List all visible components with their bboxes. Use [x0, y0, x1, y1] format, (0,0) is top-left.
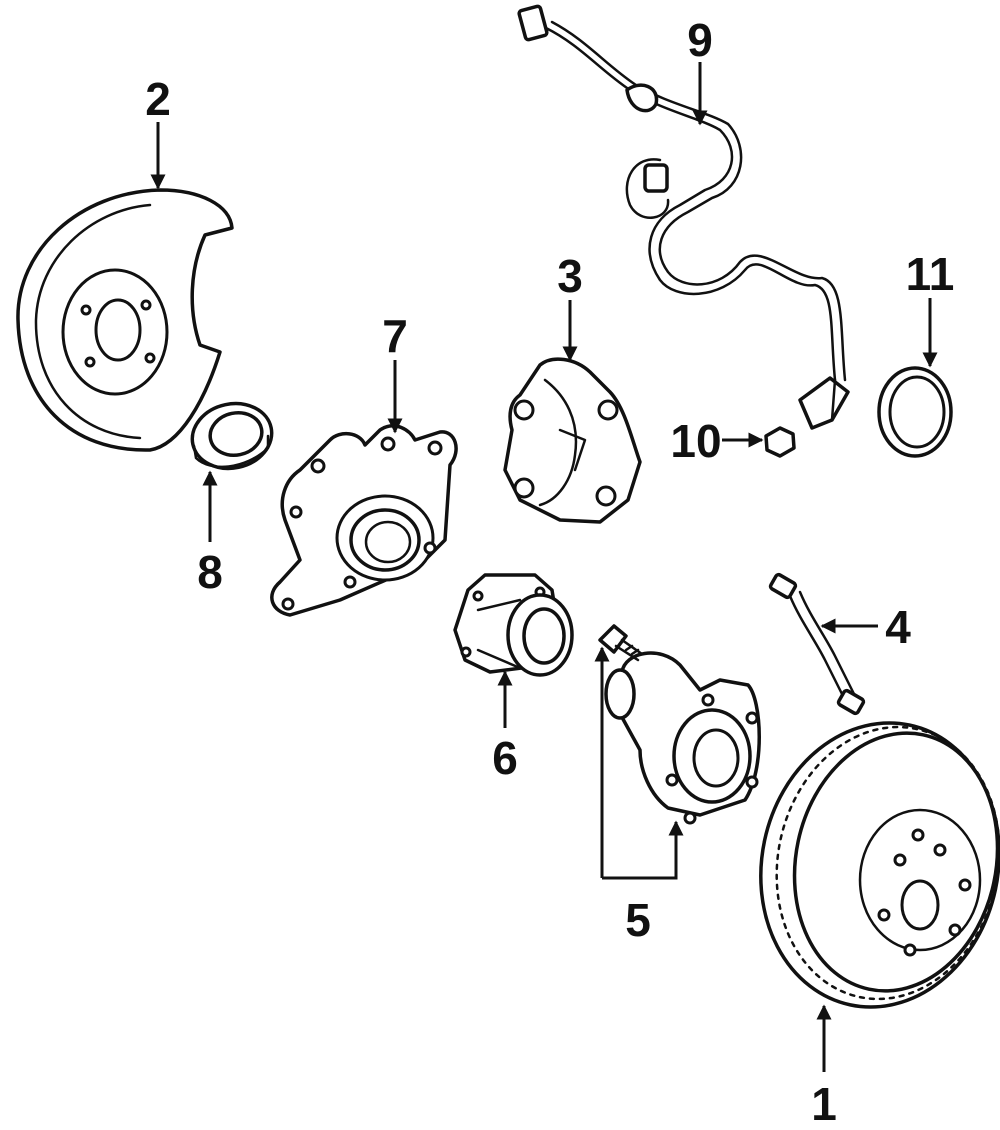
brake-rotor-part — [759, 721, 1000, 1009]
brake-hose-part — [768, 572, 866, 716]
callout-1: 1 — [811, 1078, 837, 1130]
tone-ring-part — [877, 366, 953, 458]
callout-2: 2 — [145, 73, 171, 125]
callout-9: 9 — [687, 14, 713, 66]
callout-7: 7 — [382, 310, 408, 362]
caliper-part — [503, 357, 642, 524]
dust-shield-part — [16, 188, 234, 452]
callout-5: 5 — [625, 894, 651, 946]
hub-part — [604, 651, 761, 825]
callout-3: 3 — [557, 250, 583, 302]
abs-sensor-wire-part — [517, 4, 850, 430]
callout-6: 6 — [492, 732, 518, 784]
callout-8: 8 — [197, 546, 223, 598]
nut-part — [764, 426, 796, 458]
seal-part — [190, 401, 274, 471]
callout-4: 4 — [885, 601, 911, 653]
bearing-part — [453, 573, 574, 677]
callout-10: 10 — [670, 415, 721, 467]
callout-11: 11 — [906, 248, 955, 300]
knuckle-part — [270, 424, 458, 617]
leader-5b — [602, 820, 684, 880]
